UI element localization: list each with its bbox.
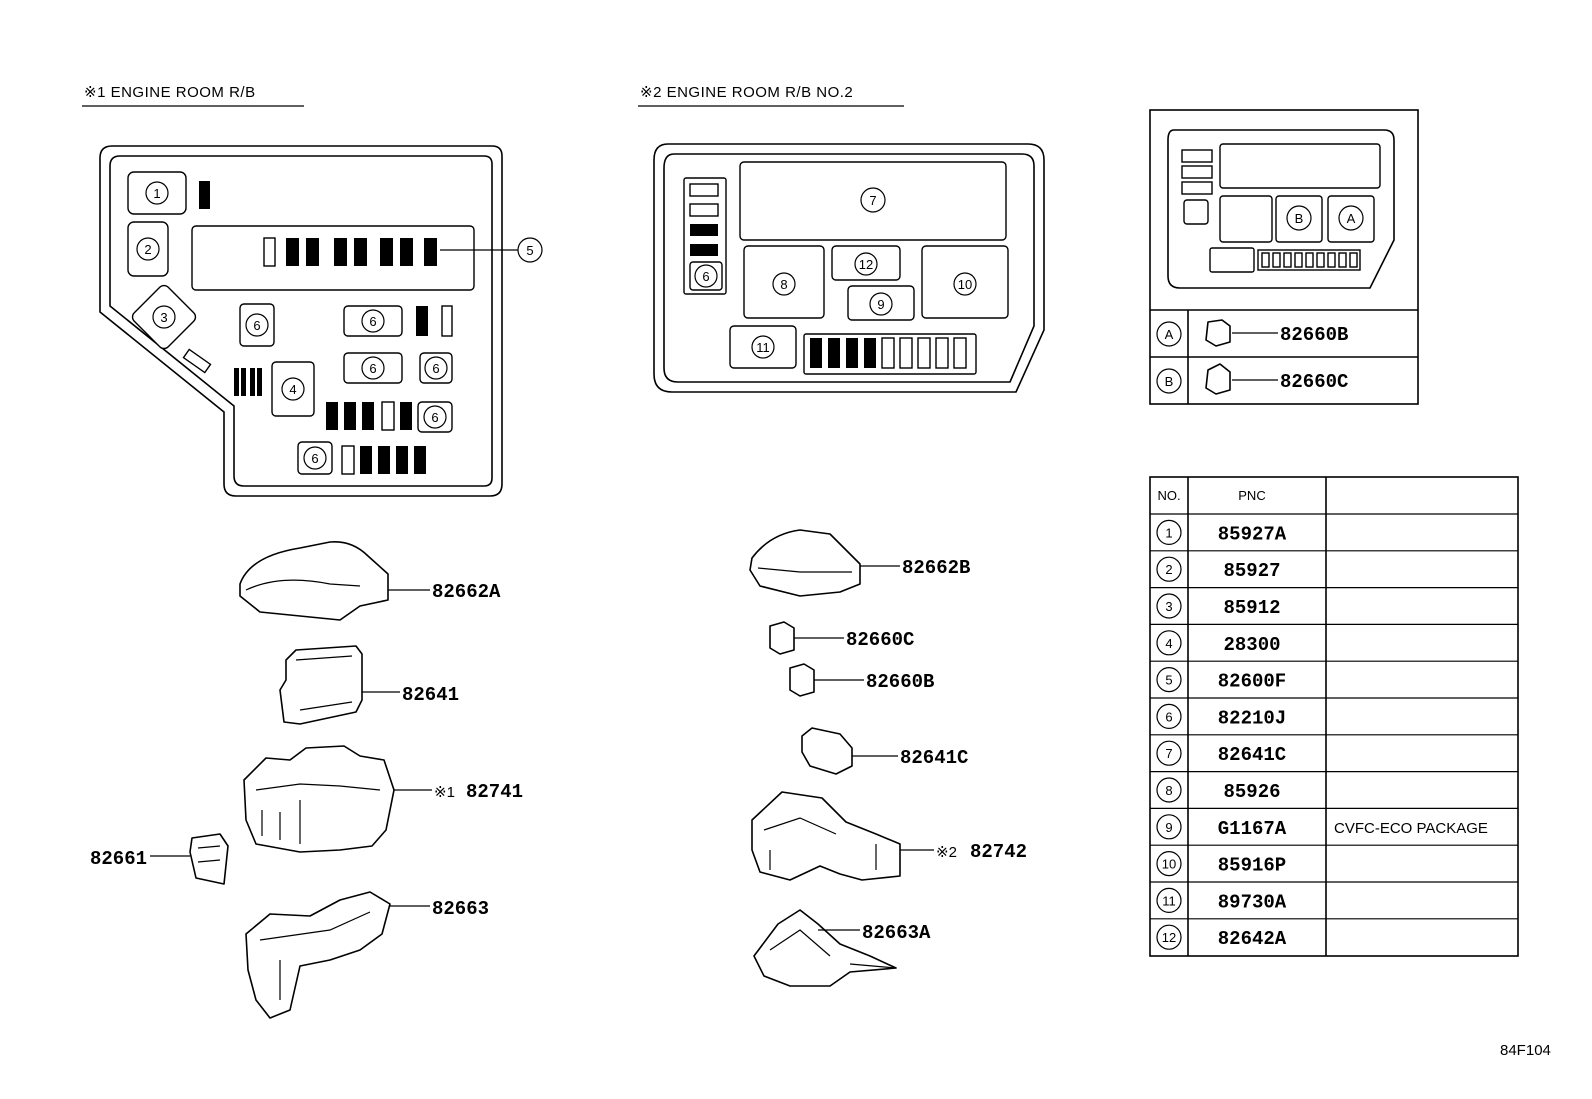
part-clip-82661: 82661 <box>90 833 229 885</box>
table-row-no: 6 <box>1165 709 1172 724</box>
table-row-no-circle <box>1156 777 1182 803</box>
label-82742: 82742 <box>970 841 1027 863</box>
table-row-no: 4 <box>1165 636 1172 651</box>
callout-7: 7 <box>869 193 876 208</box>
label-82663a: 82663A <box>862 922 931 944</box>
label-82641: 82641 <box>402 684 459 706</box>
table-row-pnc: 85912 <box>1223 597 1280 619</box>
callout-4: 4 <box>289 382 296 397</box>
table-row-no-circle <box>1156 850 1182 877</box>
legend-callout-A: A <box>1347 211 1356 226</box>
part-bracket-82641: 82641 <box>279 645 459 725</box>
callout-8: 8 <box>780 277 787 292</box>
header-engine-room-rb: ※1 ENGINE ROOM R/B <box>82 84 304 107</box>
table-row-pnc: 82642A <box>1218 928 1287 950</box>
callout-5: 5 <box>526 243 533 258</box>
pnc-table: NO. PNC 1 85927A 2 85927 3 85912 4 28300 5 82600F… <box>1149 476 1519 957</box>
table-row-note: CVFC-ECO PACKAGE <box>1334 820 1488 837</box>
part-lower-case-82663: 82663 <box>245 891 489 1019</box>
label-82661: 82661 <box>90 848 147 870</box>
table-row-no: 2 <box>1165 562 1172 577</box>
part-cover-82662b: 82662B <box>749 529 970 597</box>
table-row-pnc: 85927A <box>1218 523 1287 545</box>
table-row-no: 9 <box>1165 820 1172 835</box>
table-row-no: 5 <box>1165 673 1172 688</box>
table-row-pnc: 82641C <box>1218 744 1286 766</box>
table-row-no-circle <box>1156 887 1182 914</box>
table-row-pnc: 82600F <box>1218 671 1286 693</box>
table-header-no: NO. <box>1157 488 1180 503</box>
callout-10: 10 <box>958 277 972 292</box>
legend-row-A-key: A <box>1165 327 1174 342</box>
table-row-no: 10 <box>1162 857 1176 872</box>
label-82662a: 82662A <box>432 581 501 603</box>
header-engine-room-rb-no2-text: ※2 ENGINE ROOM R/B NO.2 <box>640 84 853 101</box>
label-82660c: 82660C <box>846 629 914 651</box>
right-parts: 82662B 82660C 82660B 82641C ※2 82742 <box>749 529 1027 987</box>
legend-callout-B: B <box>1295 211 1304 226</box>
engine-room-rb-layout: 1 2 5 3 6 6 6 6 <box>99 145 543 497</box>
table-row-pnc: 85927 <box>1223 560 1280 582</box>
callout-9: 9 <box>877 297 884 312</box>
part-connector-82660c: 82660C <box>769 621 914 655</box>
legend-row-A-pnc: 82660B <box>1280 324 1348 346</box>
table-row-pnc: G1167A <box>1218 818 1287 840</box>
callout-6-f: 6 <box>311 451 318 466</box>
callout-12: 12 <box>859 257 873 272</box>
table-row-no: 3 <box>1165 599 1172 614</box>
connector-legend: B A A 82660B B 82660C <box>1149 109 1419 405</box>
table-header-pnc: PNC <box>1238 488 1265 503</box>
header-engine-room-rb-text: ※1 ENGINE ROOM R/B <box>84 84 256 101</box>
part-relay-block-82641c: 82641C <box>801 727 968 775</box>
label-82663: 82663 <box>432 898 489 920</box>
table-row-no-circle <box>1156 703 1182 730</box>
callout-6-a: 6 <box>253 318 260 333</box>
table-row-no: 7 <box>1165 746 1172 761</box>
table-row-pnc: 82210J <box>1218 707 1286 729</box>
left-parts: 82662A 82641 ※1 82741 82661 82663 <box>90 540 523 1019</box>
table-row-no: 1 <box>1165 525 1172 540</box>
table-row-no-circle <box>1156 593 1182 619</box>
callout-6-b: 6 <box>369 314 376 329</box>
figure-id: 84F104 <box>1500 1042 1551 1059</box>
callout-2: 2 <box>144 242 151 257</box>
table-row-pnc: 85926 <box>1223 781 1280 803</box>
callout-6-c: 6 <box>369 361 376 376</box>
table-row-no: 12 <box>1162 930 1176 945</box>
callout-11: 11 <box>756 340 770 355</box>
table-row-no-circle <box>1156 519 1182 546</box>
table-row-no-circle <box>1156 924 1182 950</box>
header-engine-room-rb-no2: ※2 ENGINE ROOM R/B NO.2 <box>638 84 904 107</box>
table-row-no: 11 <box>1162 893 1176 908</box>
part-block-82742: ※2 82742 <box>751 791 1027 881</box>
callout-6-g: 6 <box>702 269 709 284</box>
table-row-no-circle <box>1156 740 1182 766</box>
callout-6-e: 6 <box>431 410 438 425</box>
table-row-no-circle <box>1156 630 1182 656</box>
label-82741: 82741 <box>466 781 523 803</box>
part-lower-case-82663a: 82663A <box>753 909 931 987</box>
part-block-82741: ※1 82741 <box>243 745 523 853</box>
table-row-no-circle <box>1156 666 1182 693</box>
callout-6-d: 6 <box>432 361 439 376</box>
table-row-pnc: 28300 <box>1223 634 1280 656</box>
label-82641c: 82641C <box>900 747 968 769</box>
table-row-pnc: 85916P <box>1218 855 1286 877</box>
label-82741-mark: ※1 <box>434 784 455 801</box>
callout-3: 3 <box>160 310 167 325</box>
callout-1: 1 <box>153 186 160 201</box>
label-82662b: 82662B <box>902 557 970 579</box>
table-row-no: 8 <box>1165 783 1172 798</box>
engine-room-rb-no2-layout: 7 6 8 12 9 10 11 <box>653 143 1045 393</box>
table-row-no-circle <box>1156 556 1182 582</box>
table-row-no-circle <box>1156 814 1182 840</box>
part-connector-82660b: 82660B <box>789 663 934 697</box>
label-82660b: 82660B <box>866 671 934 693</box>
table-row-pnc: 89730A <box>1218 891 1287 913</box>
label-82742-mark: ※2 <box>936 844 957 861</box>
legend-row-B-pnc: 82660C <box>1280 371 1348 393</box>
part-cover-82662a: 82662A <box>239 540 501 621</box>
legend-row-B-key: B <box>1165 374 1174 389</box>
